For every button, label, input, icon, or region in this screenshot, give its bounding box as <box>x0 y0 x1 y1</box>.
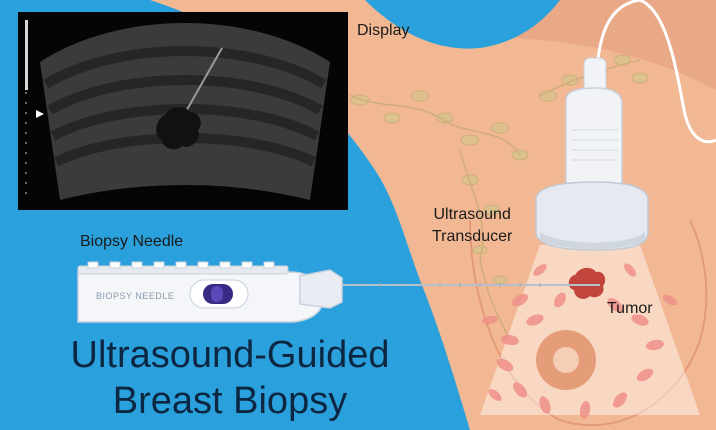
breast-outline <box>469 219 708 427</box>
title-line2: Breast Biopsy <box>112 380 348 422</box>
nipple <box>553 347 579 373</box>
top-blue-band <box>365 0 560 49</box>
ultrasound-gain-bar <box>25 20 28 90</box>
transducer-face <box>540 232 645 249</box>
biopsy-gun-ridges <box>87 261 275 269</box>
display-label: Display <box>357 22 410 39</box>
lymph-nodes <box>350 54 649 285</box>
needle-markings <box>359 283 541 287</box>
transducer-head <box>535 181 649 251</box>
biopsy-needle-label: Biopsy Needle <box>80 233 184 250</box>
transducer-label-line1: Ultrasound <box>433 206 511 223</box>
ultrasound-tumor-shadow <box>156 107 201 150</box>
biopsy-gun-button-highlight <box>211 286 223 302</box>
ultrasound-marker-icon <box>36 110 44 118</box>
transducer-label: Ultrasound Transducer <box>432 204 512 248</box>
page-title: Ultrasound-Guided Breast Biopsy <box>0 332 460 424</box>
tumor-label: Tumor <box>607 300 653 317</box>
title-line1: Ultrasound-Guided <box>70 334 390 376</box>
transducer-grip-lines <box>572 129 618 161</box>
biopsy-gun-nose <box>299 269 343 309</box>
breast-tissue <box>482 263 678 419</box>
transducer-label-line2: Transducer <box>432 228 513 245</box>
needle-body-text: BIOPSY NEEDLE <box>96 291 175 301</box>
tumor-mass <box>568 267 606 299</box>
